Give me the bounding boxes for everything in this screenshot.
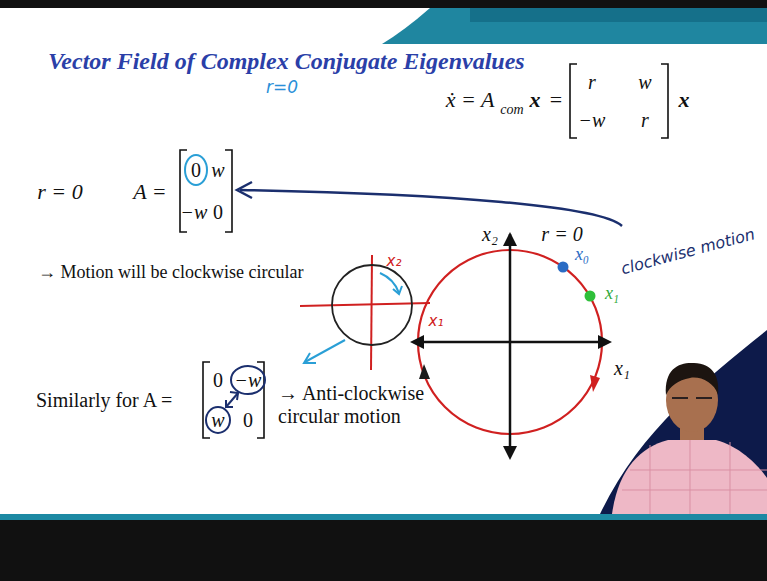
bullet-text-holder: → Anti-clockwise circular motion [278,382,443,428]
vector-symbol-holder: x [679,87,690,112]
matrix-entry: 0 [191,159,201,182]
matrix-entry: −w [579,109,606,132]
matrix-entry: 0 [213,201,223,224]
handwritten-note: r=0 [266,78,298,98]
bullet-text: → Motion will be clockwise circular [38,262,303,283]
slide-title-holder: Vector Field of Complex Conjugate Eigenv… [48,48,525,76]
subscript-holder: com [500,102,523,118]
matrix-entry-holder: 0 [213,369,223,392]
vector-symbol: x [530,87,541,112]
axis-label: x₁ [429,313,444,330]
matrix-entry-holder: w [638,71,651,94]
matrix-entry-holder: 0 [243,409,253,432]
matrix-entry-holder: r [641,109,649,132]
matrix-entry-holder: 0 [191,159,201,182]
subscript: com [500,102,523,118]
axis-label-holder: x₂ [482,223,498,246]
matrix-entry-holder: −w [235,369,262,392]
handwritten-note-holder: r=0 [266,78,298,98]
point-label-holder: x₀ [575,244,589,265]
condition-text-holder: r = 0 [541,223,582,246]
matrix-entry-holder: 0 [213,201,223,224]
matrix-name: A = [133,179,166,204]
equation-text: ẋ = A [446,87,495,112]
condition-text-holder: r = 0 [37,179,82,204]
equals-sign: = [550,87,562,112]
equals-sign-holder: = [550,87,562,112]
matrix-entry: r [641,109,649,132]
matrix-entry-holder: w [211,159,224,182]
condition-text: r = 0 [541,223,582,246]
equation-text-holder: ẋ = A [446,87,495,112]
matrix-entry: r [588,71,596,94]
matrix-entry: 0 [243,409,253,432]
axis-label: x₁ [614,357,630,380]
point-label-holder: x₁ [605,283,619,304]
axis-label-holder: x₁ [429,313,444,330]
bullet-text-holder: → Motion will be clockwise circular [38,262,303,283]
matrix-name-holder: A = [133,179,166,204]
point-label: x₀ [575,244,589,265]
matrix-entry-holder: w [211,409,224,432]
matrix-entry: 0 [213,369,223,392]
matrix-entry-holder: −w [181,201,208,224]
vector-symbol-holder: x [530,87,541,112]
condition-text: r = 0 [37,179,82,204]
axis-label: x₂ [482,223,498,246]
matrix-entry-holder: −w [579,109,606,132]
matrix-entry: w [211,409,224,432]
matrix-entry: −w [235,369,262,392]
handwritten-note: clockwise motion [619,225,757,278]
point-label: x₁ [605,283,619,304]
bullet-text: → Anti-clockwise circular motion [278,382,443,428]
handwritten-note-holder: clockwise motion [619,225,757,278]
matrix-entry-holder: r [588,71,596,94]
bullet-text-holder: Similarly for A = [36,389,172,412]
bullet-text: Similarly for A = [36,389,172,412]
axis-label-holder: x₁ [614,357,630,380]
matrix-entry: w [638,71,651,94]
matrix-entry: −w [181,201,208,224]
slide-title: Vector Field of Complex Conjugate Eigenv… [48,48,525,76]
matrix-entry: w [211,159,224,182]
vector-symbol: x [679,87,690,112]
axis-label-holder: x₂ [387,253,402,270]
axis-label: x₂ [387,253,402,270]
